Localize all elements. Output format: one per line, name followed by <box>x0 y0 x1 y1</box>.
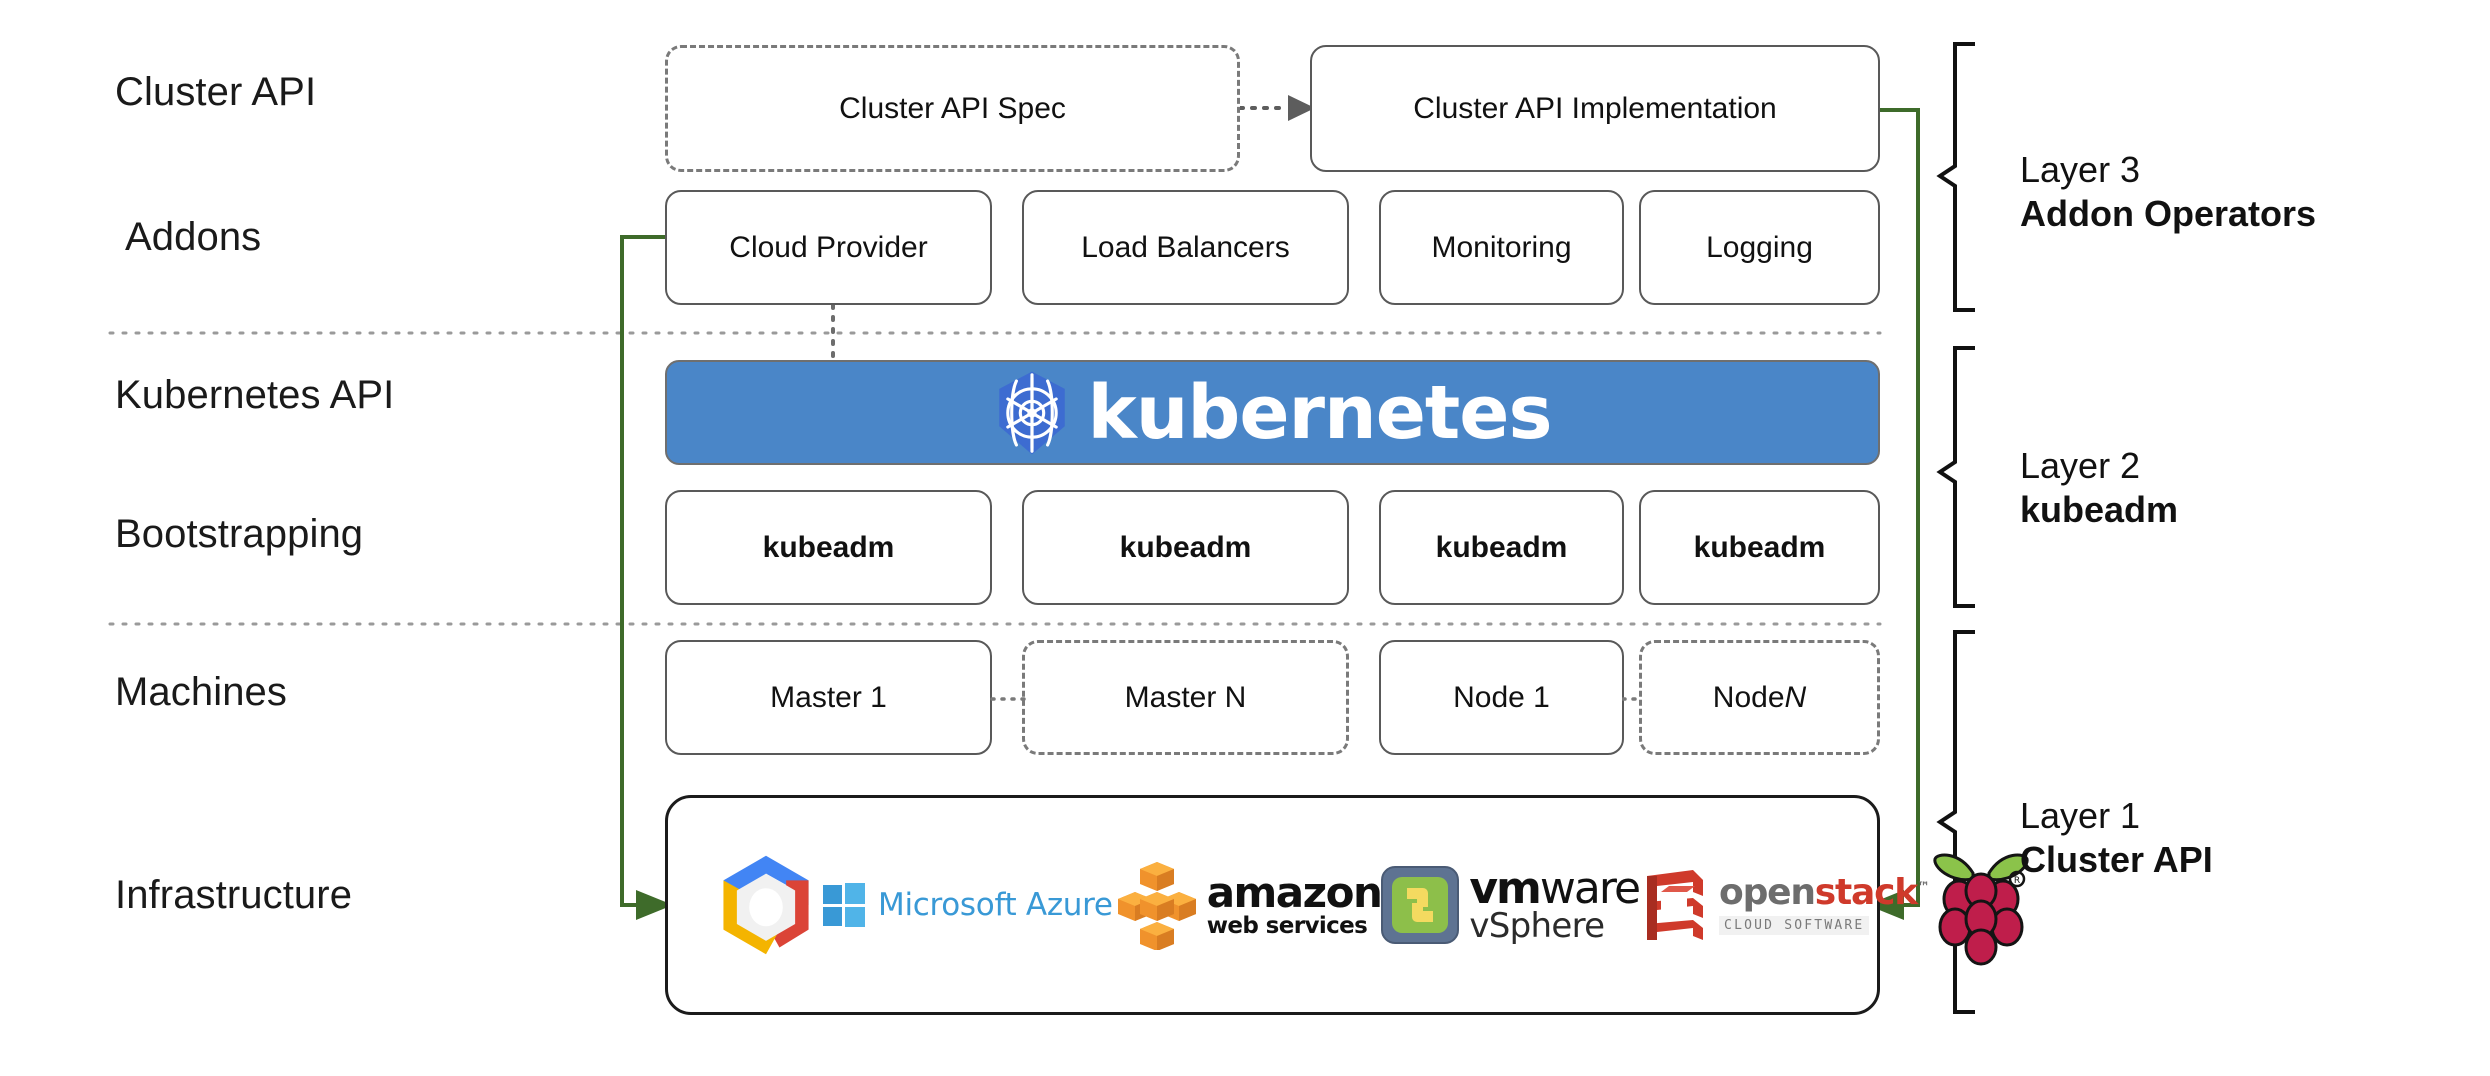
openstack-tm-icon: ™ <box>1917 880 1930 895</box>
machine-node-n-suffix: N <box>1784 680 1807 714</box>
layer-1-line2: Cluster API <box>2020 838 2213 880</box>
machine-master-1-label: Master 1 <box>770 680 887 714</box>
row-label-addons: Addons <box>125 215 262 259</box>
addon-cloud-provider-label: Cloud Provider <box>729 230 928 264</box>
layer-1-line1: Layer 1 <box>2020 795 2141 836</box>
row-label-machines: Machines <box>115 670 287 714</box>
machines-connector-dots-2 <box>1622 697 1642 701</box>
machine-node-n-label: Node <box>1712 680 1785 714</box>
green-path-right <box>1879 108 1920 907</box>
google-cloud-platform-logo <box>710 849 822 961</box>
vmware-vsphere-logo: vmware vSphere <box>1381 866 1641 946</box>
bracket-layer-3 <box>1936 42 1975 312</box>
kubeadm-box-4[interactable]: kubeadm <box>1639 490 1880 605</box>
vsphere-square-icon <box>1381 866 1460 944</box>
vmware-vm-label: vm <box>1469 863 1542 914</box>
microsoft-window-icon <box>823 883 865 927</box>
openstack-wordmark: openstack™ CLOUD SOFTWARE <box>1719 872 1930 935</box>
row-label-bootstrapping: Bootstrapping <box>115 512 364 556</box>
aws-cubes-icon <box>1117 862 1196 950</box>
kubernetes-wordmark: kubernetes <box>1087 369 1552 456</box>
kubeadm-box-2[interactable]: kubeadm <box>1022 490 1349 605</box>
layer-3-line1: Layer 3 <box>2020 149 2141 190</box>
openstack-open-label: open <box>1719 872 1816 913</box>
kubeadm-box-3[interactable]: kubeadm <box>1379 490 1624 605</box>
cluster-api-implementation-label: Cluster API Implementation <box>1413 91 1777 125</box>
aws-amazon-label: amazon <box>1206 868 1383 917</box>
openstack-top-label: openstack™ <box>1719 872 1930 913</box>
openstack-tagline: CLOUD SOFTWARE <box>1719 916 1870 935</box>
kubeadm-label-3: kubeadm <box>1435 530 1568 564</box>
addon-logging-box[interactable]: Logging <box>1639 190 1880 305</box>
aws-webservices-label: web services <box>1206 913 1368 939</box>
openstack-mark-icon <box>1647 870 1704 940</box>
green-path-left <box>620 235 665 907</box>
addon-monitoring-label: Monitoring <box>1431 230 1572 264</box>
layer-1-label: Layer 1 Cluster API <box>2020 794 2213 882</box>
machine-master-1-box[interactable]: Master 1 <box>665 640 992 755</box>
layer-2-line1: Layer 2 <box>2020 445 2141 486</box>
openstack-stack-label: stack <box>1814 872 1918 913</box>
machines-connector-dots-1 <box>990 697 1026 701</box>
kubernetes-helm-icon <box>999 371 1066 454</box>
kubeadm-label-4: kubeadm <box>1693 530 1826 564</box>
kubeadm-box-1[interactable]: kubeadm <box>665 490 992 605</box>
vmware-top-label: vmware <box>1469 867 1641 911</box>
row-label-kubernetes-api: Kubernetes API <box>115 373 395 417</box>
row-label-infrastructure: Infrastructure <box>115 873 353 917</box>
machine-node-1-label: Node 1 <box>1453 680 1550 714</box>
machine-node-n-box[interactable]: Node N <box>1639 640 1880 755</box>
layer-2-label: Layer 2 kubeadm <box>2020 444 2178 532</box>
kubeadm-label-1: kubeadm <box>762 530 895 564</box>
cluster-api-spec-box[interactable]: Cluster API Spec <box>665 45 1240 172</box>
machine-node-1-box[interactable]: Node 1 <box>1379 640 1624 755</box>
cluster-api-implementation-box[interactable]: Cluster API Implementation <box>1310 45 1880 172</box>
vmware-wordmark: vmware vSphere <box>1469 867 1641 946</box>
addon-load-balancers-label: Load Balancers <box>1081 230 1290 264</box>
machine-master-n-label: Master N <box>1124 680 1247 714</box>
layer-2-line2: kubeadm <box>2020 488 2179 530</box>
layer-3-line2: Addon Operators <box>2020 192 2317 234</box>
row-label-cluster-api: Cluster API <box>115 70 317 114</box>
bracket-layer-2 <box>1936 346 1975 608</box>
microsoft-azure-label: Microsoft Azure <box>878 887 1113 923</box>
kubeadm-label-2: kubeadm <box>1119 530 1252 564</box>
vsphere-label: vSphere <box>1469 906 1605 946</box>
openstack-logo: openstack™ CLOUD SOFTWARE <box>1639 866 1930 944</box>
addon-cloud-provider-box[interactable]: Cloud Provider <box>665 190 992 305</box>
svg-text:R: R <box>2014 876 2020 886</box>
aws-wordmark: amazon web services <box>1206 868 1383 939</box>
microsoft-azure-logo: Microsoft Azure <box>822 883 1113 927</box>
machine-master-n-box[interactable]: Master N <box>1022 640 1349 755</box>
raspberry-pi-logo: R <box>1929 843 2033 967</box>
addon-load-balancers-box[interactable]: Load Balancers <box>1022 190 1349 305</box>
kubernetes-banner: kubernetes <box>665 360 1880 465</box>
infrastructure-panel: Microsoft Azure <box>665 795 2029 1015</box>
amazon-web-services-logo: amazon web services <box>1113 860 1383 950</box>
vmware-ware-label: ware <box>1539 863 1641 914</box>
cluster-api-spec-label: Cluster API Spec <box>839 91 1066 125</box>
addon-logging-label: Logging <box>1706 230 1813 264</box>
addon-monitoring-box[interactable]: Monitoring <box>1379 190 1624 305</box>
layer-3-label: Layer 3 Addon Operators <box>2020 148 2316 236</box>
